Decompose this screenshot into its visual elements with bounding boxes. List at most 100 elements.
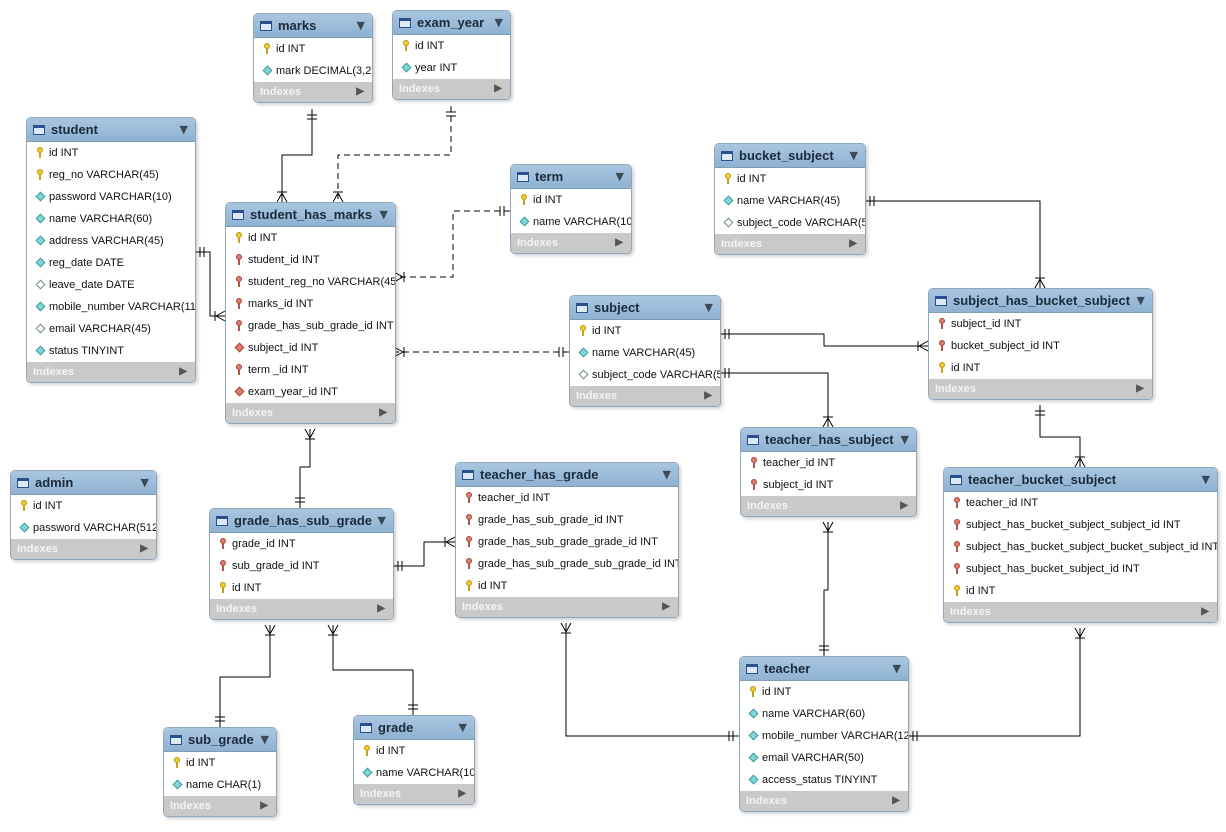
collapse-arrow-icon[interactable]: ▼ xyxy=(849,149,858,162)
column-row[interactable]: id INT xyxy=(210,577,393,599)
column-row[interactable]: grade_has_sub_grade_grade_id INT xyxy=(456,531,678,553)
column-row[interactable]: id INT xyxy=(740,681,908,703)
indexes-section[interactable]: Indexes▶ xyxy=(570,386,720,406)
table-teacher-bucket-subject[interactable]: teacher_bucket_subject▼teacher_id INT sub… xyxy=(943,467,1218,623)
column-row[interactable]: address VARCHAR(45) xyxy=(27,230,195,252)
column-row[interactable]: teacher_id INT xyxy=(456,487,678,509)
expand-arrow-icon[interactable]: ▶ xyxy=(377,603,385,614)
column-row[interactable]: id INT xyxy=(929,357,1152,379)
column-row[interactable]: id INT xyxy=(226,227,395,249)
expand-arrow-icon[interactable]: ▶ xyxy=(179,366,187,377)
column-row[interactable]: subject_id INT xyxy=(226,337,395,359)
column-row[interactable]: teacher_id INT xyxy=(741,452,916,474)
expand-arrow-icon[interactable]: ▶ xyxy=(1201,606,1209,617)
collapse-arrow-icon[interactable]: ▼ xyxy=(494,16,503,29)
collapse-arrow-icon[interactable]: ▼ xyxy=(892,662,901,675)
column-row[interactable]: bucket_subject_id INT xyxy=(929,335,1152,357)
column-row[interactable]: reg_no VARCHAR(45) xyxy=(27,164,195,186)
expand-arrow-icon[interactable]: ▶ xyxy=(615,237,623,248)
column-row[interactable]: teacher_id INT xyxy=(944,492,1217,514)
column-row[interactable]: grade_has_sub_grade_id INT xyxy=(456,509,678,531)
collapse-arrow-icon[interactable]: ▼ xyxy=(179,123,188,136)
expand-arrow-icon[interactable]: ▶ xyxy=(458,788,466,799)
column-row[interactable]: name VARCHAR(60) xyxy=(740,703,908,725)
column-row[interactable]: grade_id INT xyxy=(210,533,393,555)
column-row[interactable]: password VARCHAR(10) xyxy=(27,186,195,208)
table-header[interactable]: teacher_has_subject▼ xyxy=(741,428,916,452)
expand-arrow-icon[interactable]: ▶ xyxy=(356,86,364,97)
column-row[interactable]: name VARCHAR(10) xyxy=(354,762,474,784)
table-header[interactable]: teacher_has_grade▼ xyxy=(456,463,678,487)
indexes-section[interactable]: Indexes▶ xyxy=(254,82,372,102)
table-header[interactable]: grade▼ xyxy=(354,716,474,740)
collapse-arrow-icon[interactable]: ▼ xyxy=(379,208,388,221)
collapse-arrow-icon[interactable]: ▼ xyxy=(900,433,909,446)
collapse-arrow-icon[interactable]: ▼ xyxy=(615,170,624,183)
expand-arrow-icon[interactable]: ▶ xyxy=(1136,383,1144,394)
collapse-arrow-icon[interactable]: ▼ xyxy=(1201,473,1210,486)
column-row[interactable]: marks_id INT xyxy=(226,293,395,315)
indexes-section[interactable]: Indexes▶ xyxy=(164,796,276,816)
expand-arrow-icon[interactable]: ▶ xyxy=(260,800,268,811)
column-row[interactable]: student_reg_no VARCHAR(45) xyxy=(226,271,395,293)
expand-arrow-icon[interactable]: ▶ xyxy=(494,83,502,94)
table-header[interactable]: term▼ xyxy=(511,165,631,189)
column-row[interactable]: mark DECIMAL(3,2) xyxy=(254,60,372,82)
collapse-arrow-icon[interactable]: ▼ xyxy=(140,476,149,489)
column-row[interactable]: status TINYINT xyxy=(27,340,195,362)
indexes-section[interactable]: Indexes▶ xyxy=(210,599,393,619)
column-row[interactable]: term _id INT xyxy=(226,359,395,381)
column-row[interactable]: access_status TINYINT xyxy=(740,769,908,791)
column-row[interactable]: id INT xyxy=(715,168,865,190)
column-row[interactable]: id INT xyxy=(456,575,678,597)
column-row[interactable]: sub_grade_id INT xyxy=(210,555,393,577)
table-header[interactable]: admin▼ xyxy=(11,471,156,495)
expand-arrow-icon[interactable]: ▶ xyxy=(892,795,900,806)
expand-arrow-icon[interactable]: ▶ xyxy=(662,601,670,612)
table-header[interactable]: teacher_bucket_subject▼ xyxy=(944,468,1217,492)
indexes-section[interactable]: Indexes▶ xyxy=(715,234,865,254)
indexes-section[interactable]: Indexes▶ xyxy=(456,597,678,617)
column-row[interactable]: id INT xyxy=(511,189,631,211)
column-row[interactable]: email VARCHAR(50) xyxy=(740,747,908,769)
indexes-section[interactable]: Indexes▶ xyxy=(226,403,395,423)
column-row[interactable]: subject_code VARCHAR(5) xyxy=(570,364,720,386)
column-row[interactable]: subject_has_bucket_subject_id INT xyxy=(944,558,1217,580)
column-row[interactable]: id INT xyxy=(354,740,474,762)
column-row[interactable]: password VARCHAR(512) xyxy=(11,517,156,539)
indexes-section[interactable]: Indexes▶ xyxy=(740,791,908,811)
collapse-arrow-icon[interactable]: ▼ xyxy=(1136,294,1145,307)
table-header[interactable]: bucket_subject▼ xyxy=(715,144,865,168)
indexes-section[interactable]: Indexes▶ xyxy=(27,362,195,382)
column-row[interactable]: subject_has_bucket_subject_bucket_subjec… xyxy=(944,536,1217,558)
column-row[interactable]: year INT xyxy=(393,57,510,79)
table-header[interactable]: exam_year▼ xyxy=(393,11,510,35)
column-row[interactable]: id INT xyxy=(570,320,720,342)
table-header[interactable]: student▼ xyxy=(27,118,195,142)
expand-arrow-icon[interactable]: ▶ xyxy=(140,543,148,554)
table-header[interactable]: student_has_marks▼ xyxy=(226,203,395,227)
indexes-section[interactable]: Indexes▶ xyxy=(944,602,1217,622)
collapse-arrow-icon[interactable]: ▼ xyxy=(356,19,365,32)
column-row[interactable]: leave_date DATE xyxy=(27,274,195,296)
collapse-arrow-icon[interactable]: ▼ xyxy=(458,721,467,734)
column-row[interactable]: student_id INT xyxy=(226,249,395,271)
indexes-section[interactable]: Indexes▶ xyxy=(741,496,916,516)
column-row[interactable]: email VARCHAR(45) xyxy=(27,318,195,340)
collapse-arrow-icon[interactable]: ▼ xyxy=(704,301,713,314)
table-header[interactable]: teacher▼ xyxy=(740,657,908,681)
column-row[interactable]: id INT xyxy=(254,38,372,60)
column-row[interactable]: grade_has_sub_grade_sub_grade_id INT xyxy=(456,553,678,575)
column-row[interactable]: id INT xyxy=(164,752,276,774)
column-row[interactable]: mobile_number VARCHAR(11) xyxy=(27,296,195,318)
